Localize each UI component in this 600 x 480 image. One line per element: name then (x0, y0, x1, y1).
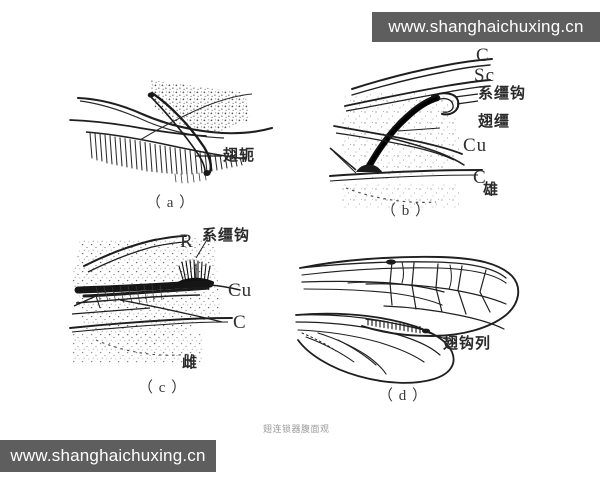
watermark-bottom: www.shanghaichuxing.cn (0, 440, 216, 472)
panel-c-drawing (69, 235, 241, 364)
label-c-cubitus: Cu (228, 280, 253, 301)
label-b-costa-upper: C (476, 45, 490, 66)
label-a-jugum: 翅轭 (223, 146, 256, 164)
panel-d-drawing (295, 255, 520, 384)
label-c-costa: C (233, 312, 247, 333)
watermark-top: www.shanghaichuxing.cn (372, 12, 600, 42)
label-b-male-symbol: 雄 (483, 180, 500, 198)
label-d-hamuli: 翅钩列 (443, 334, 492, 352)
label-c-radius: R (180, 231, 194, 252)
figure-caption: 翅连锁器腹面观 (263, 425, 330, 435)
panel-b-drawing (329, 58, 493, 210)
label-c-female-symbol: 雌 (182, 353, 199, 371)
panel-a-drawing (69, 80, 274, 184)
panel-caption-c: （ c ） (138, 380, 188, 396)
panel-caption-a: （ a ） (146, 195, 196, 211)
panel-caption-d: （ d ） (378, 388, 429, 404)
label-c-retinaculum: 系缰钩 (202, 226, 251, 244)
label-b-costa-lower: C (473, 167, 487, 188)
label-b-cubitus: Cu (463, 135, 488, 156)
label-b-subcosta: Sc (474, 65, 495, 86)
panel-caption-b: （ b ） (381, 203, 432, 219)
label-b-frenulum: 翅缰 (478, 112, 511, 130)
label-b-retinaculum: 系缰钩 (478, 84, 527, 102)
